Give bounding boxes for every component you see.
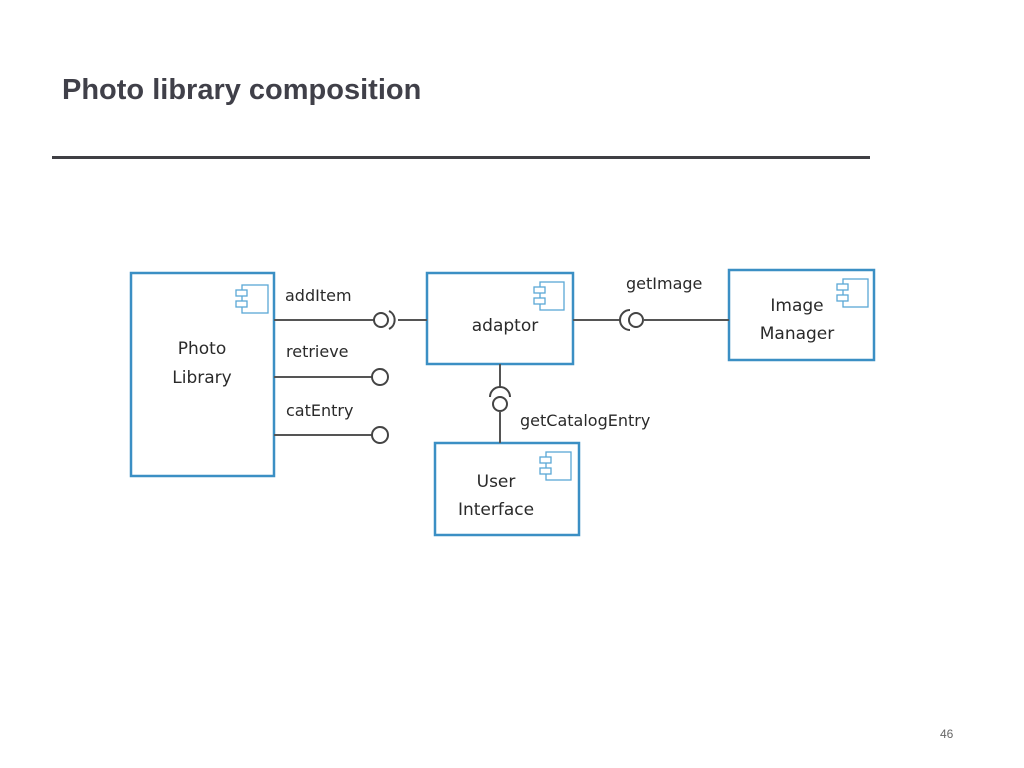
interface-add-item: addItem: [274, 286, 427, 330]
get-image-required-socket: [619, 309, 631, 331]
adaptor-label: adaptor: [472, 316, 538, 336]
component-image-manager: Image Manager: [727, 268, 876, 362]
title-divider: [52, 156, 870, 159]
component-adaptor: adaptor: [425, 271, 575, 366]
get-catalog-entry-label: getCatalogEntry: [520, 411, 650, 430]
user-interface-label-line2: Interface: [458, 500, 534, 520]
cat-entry-label: catEntry: [286, 401, 353, 420]
interface-cat-entry: catEntry: [274, 401, 389, 444]
component-icon: [836, 278, 869, 308]
interface-get-catalog-entry: getCatalogEntry: [489, 364, 650, 443]
cat-entry-provided-interface: [371, 426, 389, 444]
page-number: 46: [940, 727, 954, 741]
add-item-label: addItem: [285, 286, 352, 305]
slide-title: Photo library composition: [62, 74, 422, 106]
interface-retrieve: retrieve: [274, 342, 389, 386]
image-manager-label-line1: Image: [770, 296, 823, 316]
component-photo-library: Photo Library: [129, 271, 276, 478]
interface-get-image: getImage: [573, 274, 729, 331]
get-catalog-entry-required-socket: [489, 386, 511, 398]
user-interface-label-line1: User: [477, 472, 516, 492]
component-user-interface: User Interface: [433, 441, 581, 537]
photo-library-label-line2: Library: [172, 368, 231, 388]
get-catalog-entry-provided-interface: [492, 396, 508, 412]
component-icon: [533, 281, 565, 311]
add-item-required-socket: [388, 310, 396, 330]
get-image-provided-interface: [628, 312, 644, 328]
add-item-provided-interface: [373, 312, 389, 328]
photo-library-label-line1: Photo: [178, 339, 227, 359]
component-icon: [539, 451, 572, 481]
get-image-label: getImage: [626, 274, 702, 293]
retrieve-provided-interface: [371, 368, 389, 386]
component-icon: [235, 284, 269, 314]
retrieve-label: retrieve: [286, 342, 349, 361]
image-manager-label-line2: Manager: [760, 324, 835, 344]
